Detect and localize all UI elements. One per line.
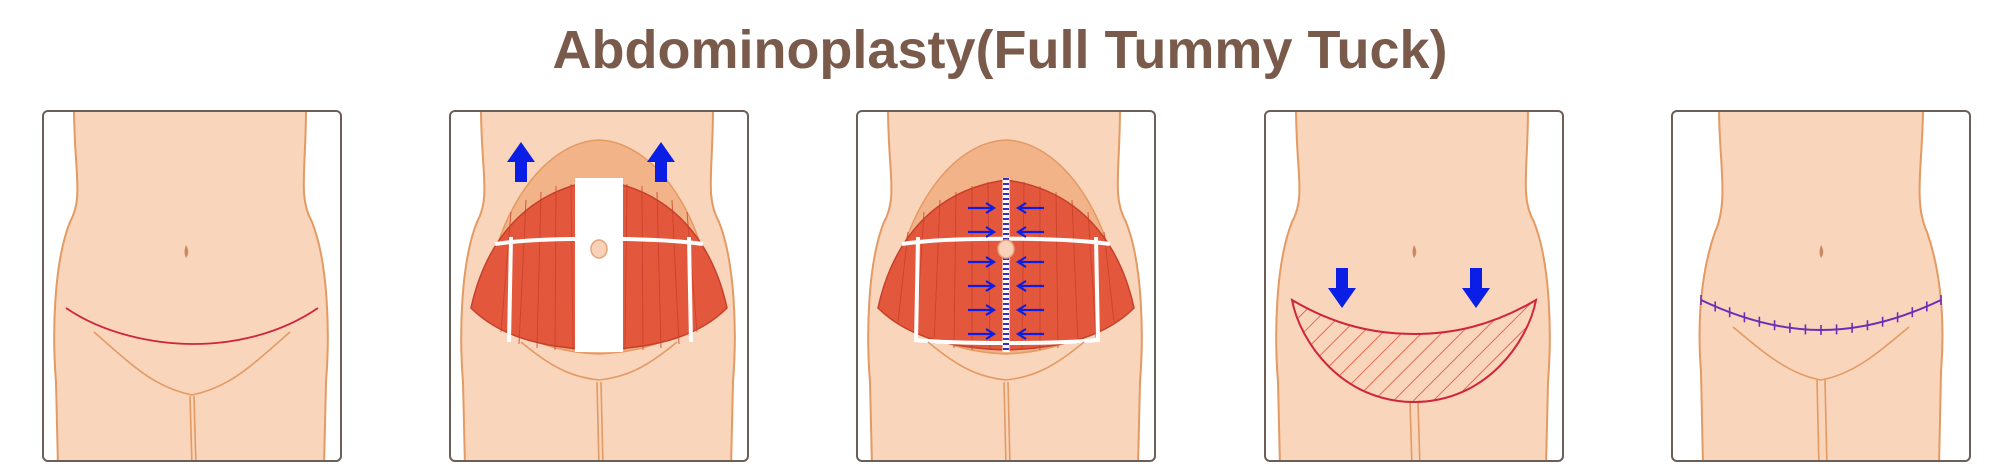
arrow-left-icon [1015, 280, 1044, 292]
step-panel-muscle-plication [856, 110, 1156, 462]
arrow-up-icon [647, 142, 675, 182]
navel [1412, 245, 1417, 258]
muscle-border-left [507, 236, 513, 343]
thigh-line-right [600, 381, 604, 460]
navel [184, 245, 189, 258]
incision-line [65, 307, 319, 345]
tendinous-intersection [494, 236, 704, 246]
linea-alba [575, 178, 623, 352]
torso [53, 112, 329, 460]
arrow-right-icon [968, 256, 997, 268]
torso [1275, 112, 1551, 460]
thigh-line-left [596, 381, 600, 460]
arrow-left-icon [1015, 328, 1044, 340]
suture-stitches [1700, 295, 1942, 335]
torso-illustration-5 [1698, 112, 1944, 460]
arrow-left-icon [1015, 256, 1044, 268]
step-panel-flap-lifted [449, 110, 749, 462]
torso [1698, 112, 1944, 460]
torso-illustration-1 [53, 112, 329, 460]
step-panel-incision-marking [42, 110, 342, 462]
groin-fold-line [520, 341, 678, 381]
torso-illustration-2 [460, 112, 736, 460]
navel [590, 239, 608, 259]
arrow-right-icon [968, 328, 997, 340]
arrow-right-icon [968, 202, 997, 214]
thigh-line-right [193, 395, 197, 460]
arrow-right-icon [968, 280, 997, 292]
thigh-line-right [1824, 379, 1828, 460]
groin-fold-line [1732, 326, 1910, 381]
page-title: Abdominoplasty(Full Tummy Tuck) [552, 20, 1448, 80]
arrow-right-icon [968, 226, 997, 238]
thigh-line-left [189, 395, 193, 460]
step-panel-closed-incision [1671, 110, 1971, 462]
torso-illustration-4 [1275, 112, 1551, 460]
thigh-line-right [1007, 381, 1011, 460]
arrow-down-icon [1462, 268, 1490, 308]
muscle-border-left [914, 236, 920, 343]
arrow-left-icon [1015, 226, 1044, 238]
arrow-left-icon [1015, 202, 1044, 214]
groin-fold-line [927, 341, 1085, 381]
thigh-line-left [1409, 401, 1413, 460]
muscle-border-right [687, 236, 693, 343]
arrow-right-icon [968, 304, 997, 316]
torso-illustration-3 [867, 112, 1143, 460]
groin-fold-line [93, 331, 291, 396]
arrow-left-icon [1015, 304, 1044, 316]
muscle-stripes [500, 183, 698, 351]
arrow-up-icon [507, 142, 535, 182]
arrow-down-icon [1328, 268, 1356, 308]
plication-arrows [968, 202, 1044, 340]
navel [1819, 245, 1824, 258]
muscle-border-right [1094, 236, 1100, 343]
step-panel-excess-skin-removal [1264, 110, 1564, 462]
navel [997, 239, 1015, 259]
thigh-line-left [1003, 381, 1007, 460]
hatched-excess-skin [1290, 298, 1538, 404]
thigh-line-left [1816, 379, 1820, 460]
thigh-line-right [1417, 401, 1421, 460]
